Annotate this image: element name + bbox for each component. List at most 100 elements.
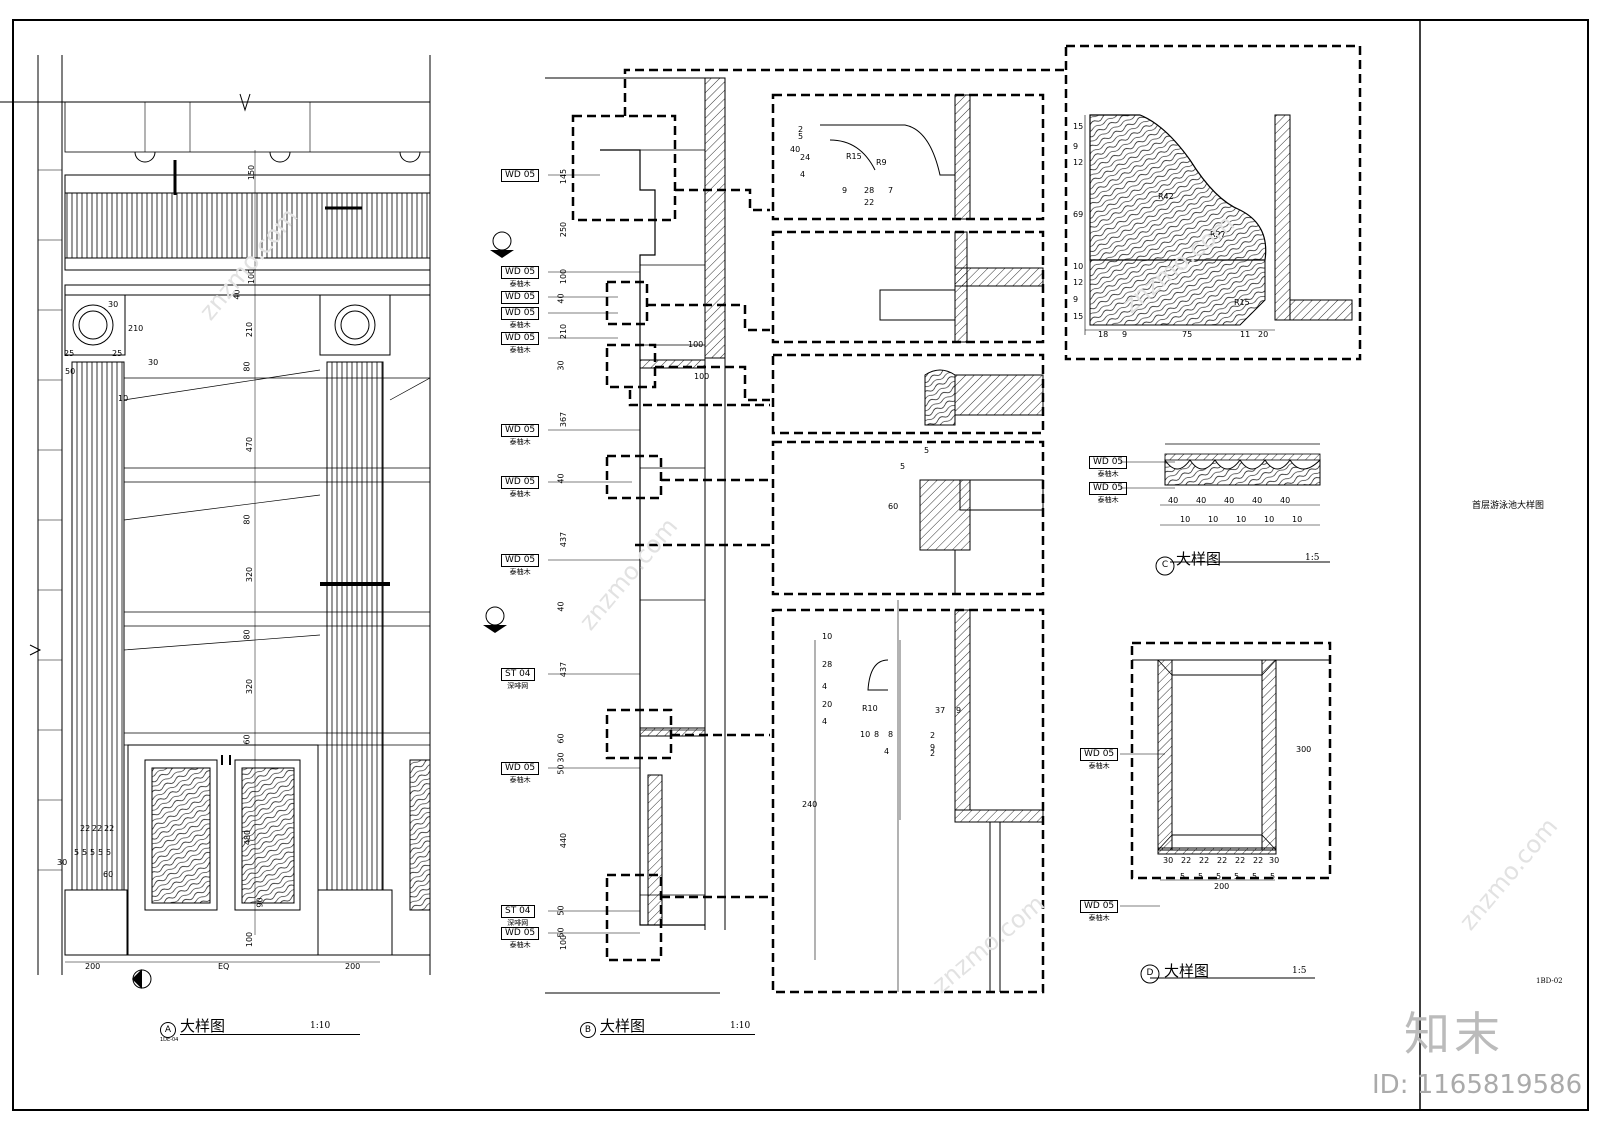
material-tag: WD 05 泰柚木 <box>501 927 540 950</box>
dimension-label: 100 <box>245 931 255 948</box>
dimension-label: 50 <box>65 367 76 376</box>
dimension-label: 22 <box>80 824 91 833</box>
tag-material: 泰柚木 <box>1097 496 1119 504</box>
tag-material: 泰柚木 <box>509 280 531 288</box>
detail-c-letter: C <box>1161 560 1169 570</box>
dimension-label: 25 <box>64 349 75 358</box>
dimension-label: 9 <box>930 743 936 752</box>
watermark-logo: 知末 <box>1404 1007 1504 1061</box>
dimension-label: 2 <box>930 749 936 758</box>
dimension-label: R27 <box>1210 230 1226 239</box>
dimension-label: 250 <box>559 221 569 238</box>
material-tag: WD 05 泰柚木 <box>501 424 540 447</box>
detail-b-underline <box>600 1034 755 1035</box>
dimension-label: 22 <box>92 824 103 833</box>
tag-code: WD 05 <box>1080 748 1119 761</box>
dimension-label: 22 <box>1217 856 1228 865</box>
tag-code: WD 05 <box>501 291 540 304</box>
dimension-label: 30 <box>556 360 566 371</box>
dimension-label: 18 <box>1098 330 1109 339</box>
dimension-label: 10 <box>860 730 871 739</box>
dimension-label: 200 <box>85 962 101 971</box>
dimension-label: 20 <box>822 700 833 709</box>
tag-code: WD 05 <box>501 927 540 940</box>
dimension-label: 145 <box>559 168 569 185</box>
dimension-label: 4 <box>800 170 806 179</box>
title-block-drawing-number: 1BD-02 <box>1536 977 1563 985</box>
dimension-label: 40 <box>1168 496 1179 505</box>
dimension-label: 4 <box>884 747 890 756</box>
dimension-label: 4 <box>822 717 828 726</box>
dimension-label: 9 <box>956 706 962 715</box>
dimension-label: 437 <box>559 531 569 548</box>
dimension-label: 5 <box>1180 872 1186 881</box>
watermark-id: ID: 1165819586 <box>1372 1070 1583 1100</box>
material-tag: WD 05 <box>501 169 540 182</box>
dimension-label: 8 <box>888 730 894 739</box>
material-tag: WD 05 泰柚木 <box>501 476 540 499</box>
tag-code: WD 05 <box>501 554 540 567</box>
material-tag: ST 04 深啡网 <box>501 905 535 928</box>
tag-material: 泰柚木 <box>509 321 531 329</box>
dimension-label: 440 <box>559 832 569 849</box>
tag-code: WD 05 <box>501 332 540 345</box>
dimension-label: 60 <box>242 734 252 745</box>
dimension-label: 9 <box>1073 295 1079 304</box>
dimension-label: 480 <box>243 829 253 846</box>
dimension-label: 10 <box>1073 262 1084 271</box>
detail-a-heading: 大样图 <box>180 1017 226 1035</box>
dimension-label: 80 <box>242 361 252 372</box>
detail-b-section <box>545 68 1066 994</box>
dimension-label: 210 <box>245 321 255 338</box>
material-tag: WD 05 泰柚木 <box>1089 482 1128 505</box>
tag-material: 泰柚木 <box>1097 470 1119 478</box>
dimension-label: 100 <box>694 372 710 381</box>
tag-material: 深啡网 <box>507 919 529 927</box>
detail-c-plan <box>1155 443 1330 576</box>
dimension-label: R9 <box>876 158 887 167</box>
dimension-label: R15 <box>1234 298 1250 307</box>
detail-d-heading: 大样图 <box>1164 962 1210 980</box>
dimension-label: 15 <box>1073 122 1084 131</box>
dimension-label: 40 <box>1252 496 1263 505</box>
detail-a-elevation <box>0 55 514 989</box>
dimension-label: 367 <box>559 411 569 428</box>
dimension-label: 5 <box>924 446 930 455</box>
dimension-label: 150 <box>247 164 257 181</box>
tag-material: 泰柚木 <box>509 941 531 949</box>
dimension-label: 5 <box>1252 872 1258 881</box>
crown-molding-detail <box>1064 44 1362 361</box>
dimension-label: 10 <box>1180 515 1191 524</box>
tag-code: WD 05 <box>501 169 540 182</box>
dimension-label: 10 <box>1264 515 1275 524</box>
detail-a-ref: 1DE-04 <box>160 1037 179 1043</box>
tag-code: WD 05 <box>501 266 540 279</box>
dimension-label: 22 <box>104 824 115 833</box>
dimension-label: 5 <box>798 132 804 141</box>
dimension-label: 4 <box>822 682 828 691</box>
tag-code: WD 05 <box>1089 456 1128 469</box>
dimension-label: R42 <box>1158 192 1174 201</box>
sheet-border <box>12 19 1589 1111</box>
dimension-label: 40 <box>1280 496 1291 505</box>
dimension-label: 437 <box>559 661 569 678</box>
dimension-label: 30 <box>57 858 68 867</box>
tag-material: 泰柚木 <box>509 346 531 354</box>
dimension-label: 5 <box>90 848 96 857</box>
detail-a-scale: 1:10 <box>310 1021 331 1031</box>
dimension-label: 100 <box>688 340 704 349</box>
tag-material: 泰柚木 <box>509 490 531 498</box>
dimension-label: 300 <box>1296 745 1312 754</box>
dimension-label: 22 <box>864 198 875 207</box>
tag-code: ST 04 <box>501 905 535 918</box>
dimension-label: 80 <box>242 629 252 640</box>
dimension-label: 10 <box>822 632 833 641</box>
detail-b-heading: 大样图 <box>600 1017 646 1035</box>
tag-material: 泰柚木 <box>1088 762 1110 770</box>
detail-a-letter: A <box>160 1022 176 1038</box>
dimension-label: 15 <box>1073 312 1084 321</box>
dimension-label: 8 <box>874 730 880 739</box>
dimension-label: 320 <box>245 566 255 583</box>
